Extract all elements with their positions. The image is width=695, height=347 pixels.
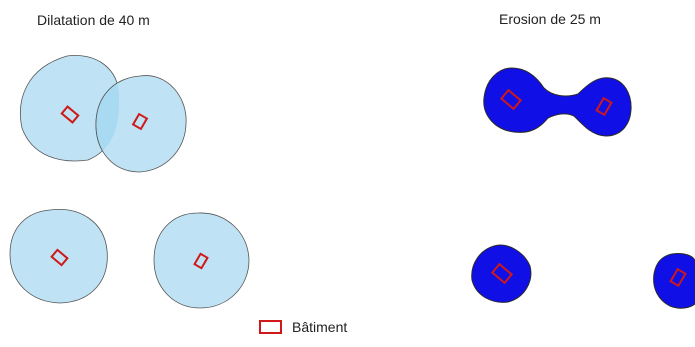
building-dilatation-2 [131,112,149,131]
dilatation-buffer-3 [9,208,108,304]
building-erosion-1 [499,88,523,111]
building-erosion-4 [669,267,687,288]
legend-building-label: Bâtiment [292,319,348,335]
erosion-shape-top [483,67,632,137]
legend-building-symbol [259,320,282,334]
dilatation-title: Dilatation de 40 m [37,12,150,28]
dilatation-buffer-group-top [20,54,187,173]
building-erosion-3 [490,262,514,285]
dilatation-buffer-4 [153,212,250,309]
erosion-shape-2 [653,253,695,309]
building-dilatation-3 [50,248,69,267]
erosion-shape-1 [471,244,532,303]
building-dilatation-1 [60,105,80,124]
building-erosion-2 [595,96,613,117]
erosion-title: Erosion de 25 m [499,11,601,27]
building-dilatation-4 [193,252,209,270]
